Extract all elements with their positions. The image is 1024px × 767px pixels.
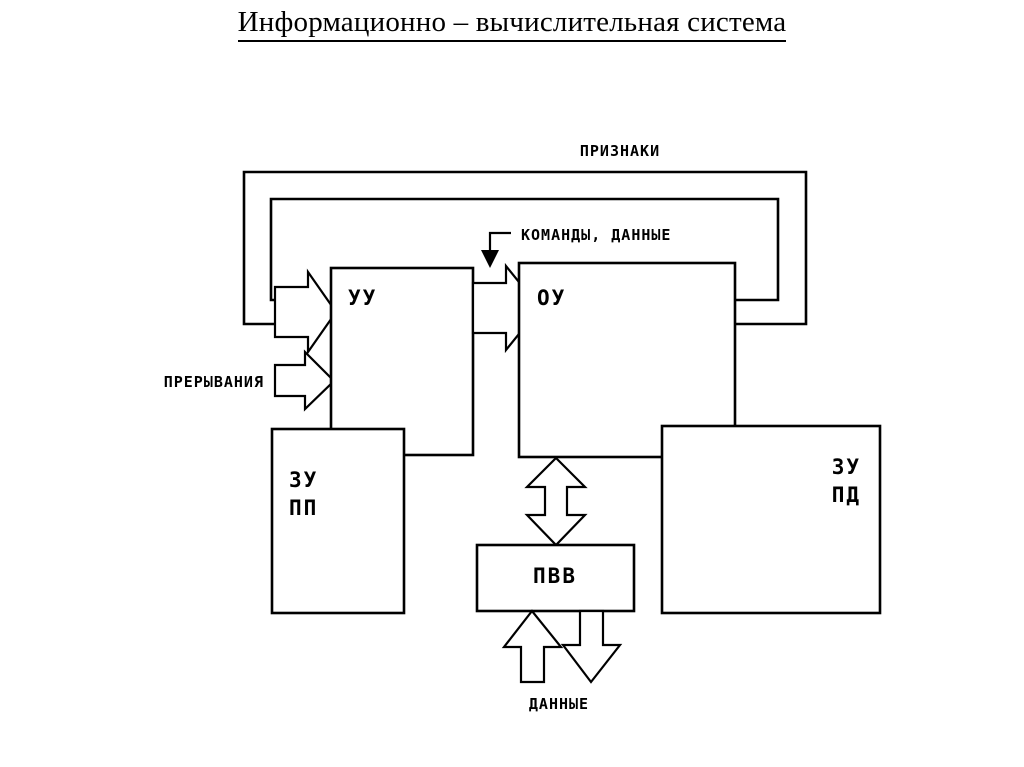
io-processor-label: ПВВ xyxy=(533,564,577,588)
commands-data-leader-line xyxy=(488,231,511,252)
operating-unit-io-bidirectional-arrow xyxy=(524,456,588,547)
program-memory-box xyxy=(270,427,406,615)
commands-data-arrowhead-icon xyxy=(481,250,499,268)
program-memory-label-line2: ПП xyxy=(289,496,318,520)
control-unit-box xyxy=(329,266,475,457)
io-output-arrow xyxy=(560,609,623,684)
interrupts-signal-label: ПРЕРЫВАНИЯ xyxy=(164,373,264,391)
flags-signal-label: ПРИЗНАКИ xyxy=(580,142,660,160)
operating-unit-label: ОУ xyxy=(537,286,566,310)
control-unit-label: УУ xyxy=(348,286,377,310)
io-input-arrow xyxy=(501,609,564,684)
inner-feedback-loop-path xyxy=(269,197,780,302)
data-memory-box xyxy=(660,424,882,615)
operating-unit-box xyxy=(517,261,737,459)
io-processor-box xyxy=(475,543,636,613)
interrupts-into-control-unit-arrow xyxy=(273,349,336,412)
data-memory-label-line2: ПД xyxy=(832,483,861,507)
commands-data-label: КОМАНДЫ, ДАННЫЕ xyxy=(521,226,671,244)
outer-feedback-loop-path xyxy=(242,170,808,326)
data-io-label: ДАННЫЕ xyxy=(529,695,589,713)
program-memory-label-line1: ЗУ xyxy=(289,468,318,492)
feedback-into-control-unit-arrow xyxy=(273,268,338,356)
page-title: Информационно – вычислительная система xyxy=(0,6,1024,42)
page-title-text: Информационно – вычислительная система xyxy=(237,6,787,42)
data-memory-label-line1: ЗУ xyxy=(832,455,861,479)
